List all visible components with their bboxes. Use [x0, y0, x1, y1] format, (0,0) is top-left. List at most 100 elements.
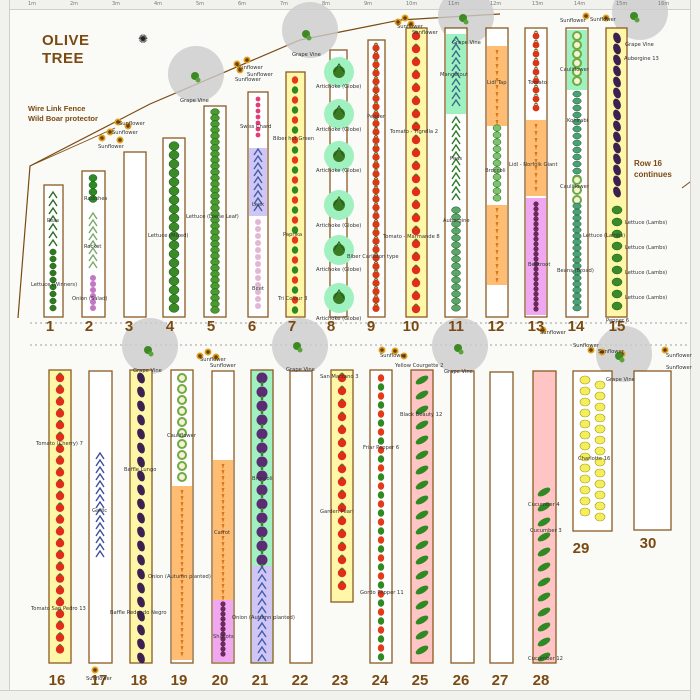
- sunflower-center: [663, 348, 667, 352]
- cauliflower-icon: [574, 60, 580, 66]
- carrot-icon: [180, 586, 184, 591]
- plant-label: Sunflower: [397, 24, 423, 30]
- potato-icon: [594, 446, 606, 456]
- leaf-icon: [339, 463, 345, 466]
- lettuce-icon: [572, 280, 582, 288]
- carrot-icon: [180, 604, 184, 609]
- leaf-icon: [533, 48, 539, 51]
- leaf-icon: [533, 66, 539, 69]
- row-number: 30: [639, 535, 657, 552]
- plant-label: Baffle Lungo: [124, 467, 157, 473]
- carrot-icon: [180, 616, 184, 621]
- cucumber-icon: [415, 390, 429, 400]
- sunflower-center: [206, 350, 210, 354]
- seedling-icon: [451, 192, 461, 201]
- carrot-icon: [534, 180, 538, 185]
- tomato-icon: [372, 237, 380, 245]
- plant-label: Cucumber 12: [528, 656, 563, 662]
- row16-arrow-line: [681, 181, 691, 189]
- carrot-icon: [180, 592, 184, 597]
- tomato-icon: [55, 385, 65, 394]
- plant-label: Pepper 6: [606, 318, 629, 324]
- broccoli-icon: [256, 414, 268, 426]
- tomato-icon: [55, 586, 65, 595]
- carrot-icon: [180, 532, 184, 537]
- plant-label: Sunflower: [573, 343, 599, 349]
- garden-bed: [329, 49, 348, 318]
- leaf-icon: [413, 212, 419, 215]
- tomato-icon: [372, 262, 380, 270]
- plant-dot: [255, 289, 261, 295]
- tomato-icon: [372, 195, 380, 203]
- lettuce-icon: [168, 213, 180, 223]
- pepper-icon: [377, 626, 385, 634]
- plant-dot: [90, 281, 96, 287]
- carrot-icon: [221, 518, 225, 523]
- tomato-icon: [55, 491, 65, 501]
- tomato-icon: [411, 239, 421, 249]
- cauliflower-icon: [179, 452, 185, 458]
- plant-dot: [255, 247, 261, 253]
- aubergine-icon: [137, 456, 145, 468]
- cucumber-icon: [415, 540, 429, 550]
- artichoke-icon: [333, 108, 345, 120]
- tomato-icon: [55, 397, 65, 406]
- bed-zone: [446, 34, 466, 114]
- pepper-icon: [291, 106, 299, 114]
- plant-dot: [90, 299, 96, 305]
- tomato-icon: [337, 490, 347, 500]
- potato-icon: [579, 485, 591, 495]
- tomato-icon: [372, 136, 380, 144]
- carrot-icon: [221, 536, 225, 541]
- leaf-icon: [373, 176, 379, 180]
- garden-bed: [489, 371, 514, 664]
- sunflower-center: [541, 328, 545, 332]
- lettuce-icon: [572, 111, 582, 119]
- seedling-icon: [95, 528, 105, 537]
- tomato-icon: [372, 254, 380, 262]
- leaf-icon: [57, 525, 63, 529]
- leaf-icon: [57, 513, 63, 517]
- cucumber-icon: [415, 570, 429, 580]
- tomato-icon: [372, 220, 380, 228]
- plant-label: Grape Vine: [606, 377, 635, 383]
- lettuce-icon: [611, 241, 623, 251]
- lettuce-icon: [168, 249, 180, 259]
- potato-icon: [594, 380, 606, 390]
- lettuce-icon: [451, 276, 461, 284]
- shallot-icon: [533, 216, 539, 222]
- shallot-icon: [533, 256, 539, 262]
- seedling-icon: [451, 129, 461, 138]
- row-number: 16: [48, 672, 66, 689]
- broccoli-stem: [260, 466, 264, 470]
- broccoli-icon: [256, 456, 268, 468]
- aubergine-icon: [137, 372, 145, 384]
- plant-dot: [255, 114, 261, 120]
- leaf-icon: [373, 117, 379, 121]
- ruler-tick-label: 9m: [364, 1, 373, 7]
- aubergine-icon: [613, 87, 621, 99]
- leaf-icon: [533, 30, 539, 33]
- ruler-tick-label: 3m: [112, 1, 121, 7]
- lettuce-icon: [49, 297, 57, 305]
- row-number: 5: [206, 318, 216, 335]
- pepper-icon: [377, 527, 385, 535]
- compass-icon: ✺: [138, 32, 149, 46]
- seedling-icon: [253, 196, 263, 205]
- plant-label: Artichoke (Globe): [316, 223, 362, 229]
- pepper-icon: [377, 392, 385, 400]
- plant-label: Grape Vine: [286, 367, 315, 373]
- carrot-icon: [180, 652, 184, 657]
- pepper-icon: [377, 590, 385, 598]
- sunflower-center: [584, 14, 588, 18]
- cauliflower-icon: [574, 177, 580, 183]
- carrot-icon: [180, 598, 184, 603]
- aubergine-icon: [137, 470, 145, 482]
- leaf-icon: [57, 443, 63, 446]
- seedling-icon: [257, 637, 267, 646]
- lettuce-icon: [492, 180, 502, 188]
- carrot-icon: [495, 271, 499, 276]
- carrot-icon: [495, 208, 499, 213]
- potato-icon: [594, 468, 606, 478]
- sunflower-center: [600, 350, 604, 354]
